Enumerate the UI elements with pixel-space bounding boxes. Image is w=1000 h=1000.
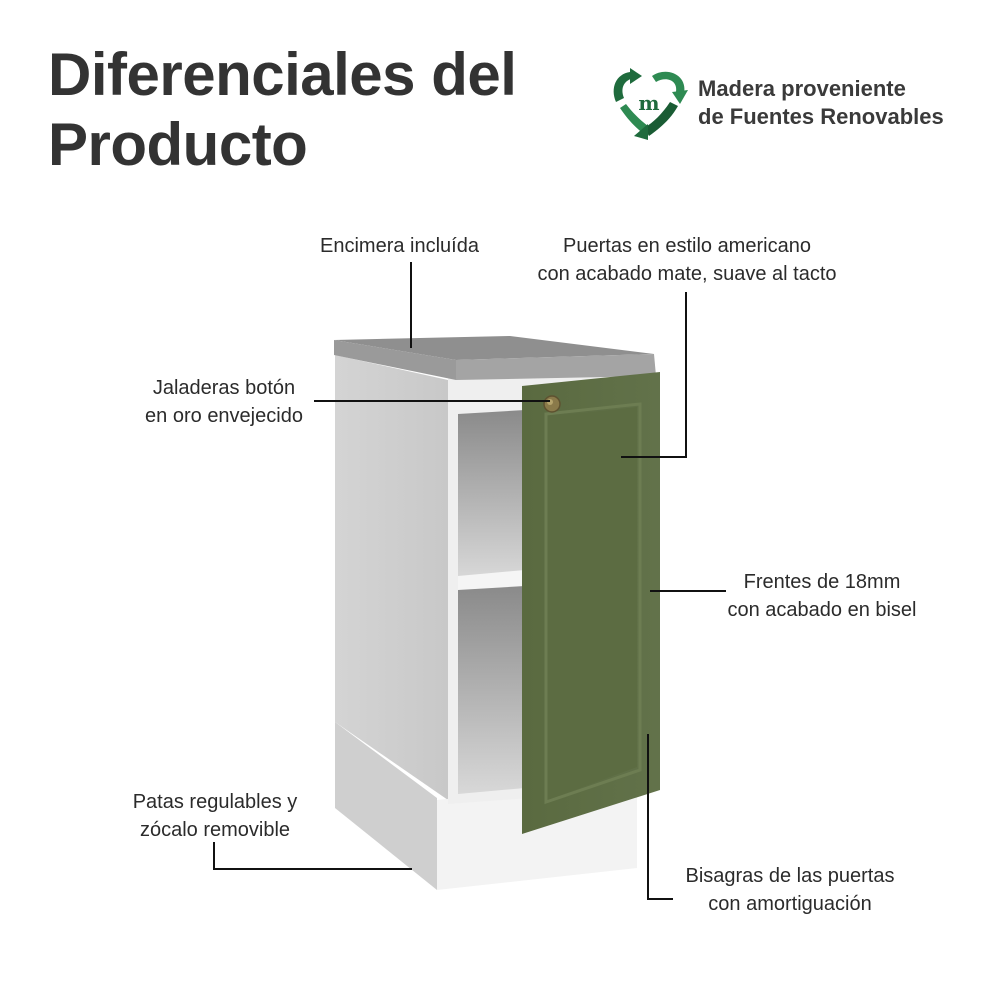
callout-hinges-line-1: Bisagras de las puertas	[685, 865, 895, 887]
cabinet-interior-upper	[458, 410, 525, 578]
callout-knobs: Jaladeras botón en oro envejecido	[132, 374, 316, 430]
callout-countertop-text: Encimera incluída	[320, 235, 479, 257]
badge-text: Madera proveniente de Fuentes Renovables	[698, 75, 944, 131]
callout-knobs-line-2: en oro envejecido	[145, 405, 303, 427]
callout-countertop: Encimera incluída	[320, 232, 479, 260]
cabinet-shelf	[458, 570, 525, 590]
title-line-1: Diferenciales del	[48, 41, 517, 108]
title-line-2: Producto	[48, 111, 308, 178]
callout-doors: Puertas en estilo americano con acabado …	[514, 232, 860, 288]
callout-fronts-line-1: Frentes de 18mm	[743, 571, 901, 593]
leader-line-hinges-v	[647, 734, 649, 900]
page-title: Diferenciales del Producto	[48, 40, 517, 180]
leader-line-legs-v	[213, 842, 215, 870]
callout-legs-line-2: zócalo removible	[139, 819, 291, 841]
callout-hinges-line-2: con amortiguación	[708, 893, 872, 915]
callout-fronts: Frentes de 18mm con acabado en bisel	[712, 568, 932, 624]
callout-legs-line-1: Patas regulables y	[132, 791, 298, 813]
callout-knobs-line-1: Jaladeras botón	[152, 377, 296, 399]
renewable-wood-badge: m Madera proveniente de Fuentes Renovabl…	[608, 66, 944, 140]
cabinet-side-panel	[335, 355, 448, 800]
callout-hinges: Bisagras de las puertas con amortiguació…	[668, 862, 912, 918]
countertop-top	[334, 336, 654, 360]
cabinet-interior-lower	[458, 586, 525, 794]
countertop-side	[334, 340, 456, 380]
badge-line-1: Madera proveniente	[698, 76, 906, 101]
badge-line-2: de Fuentes Renovables	[698, 104, 944, 129]
plinth-side	[335, 722, 437, 890]
leader-line-doors-h	[621, 456, 687, 458]
door-panel-bevel	[544, 402, 642, 805]
leader-line-legs-h	[213, 868, 412, 870]
leader-line-knobs	[314, 400, 550, 402]
callout-legs: Patas regulables y zócalo removible	[118, 788, 312, 844]
svg-text:m: m	[638, 91, 659, 115]
callout-doors-line-2: con acabado mate, suave al tacto	[537, 263, 837, 285]
leader-line-fronts	[650, 590, 726, 592]
callout-fronts-line-2: con acabado en bisel	[727, 599, 917, 621]
leader-line-doors	[685, 292, 687, 458]
leader-line-countertop	[410, 262, 412, 348]
leader-line-hinges-h	[647, 898, 673, 900]
recycle-heart-m-icon: m	[613, 68, 688, 140]
countertop-front	[456, 354, 656, 380]
callout-doors-line-1: Puertas en estilo americano	[563, 235, 811, 257]
